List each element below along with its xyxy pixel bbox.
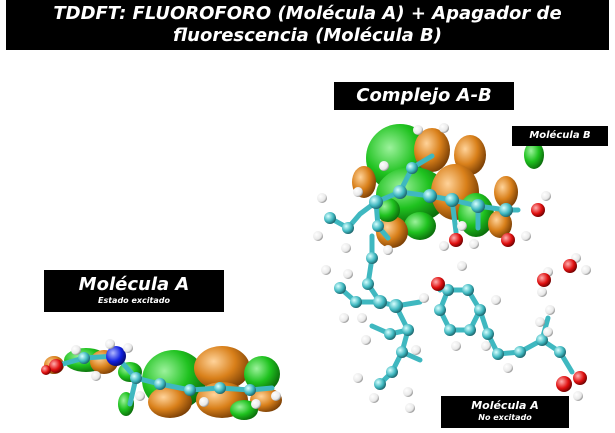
label-molecula-a2-title: Molécula A (471, 399, 539, 412)
label-molecula-a-state: Estado excitado (98, 296, 170, 305)
label-complejo-ab: Complejo A-B (334, 82, 514, 110)
label-molecula-a2-state: No excitado (478, 413, 532, 422)
title-line-2: fluorescencia (Molécula B) (173, 25, 442, 46)
label-molecula-a-title: Molécula A (78, 274, 190, 295)
label-molecula-a-not-excited: Molécula A No excitado (441, 396, 569, 428)
molecule-a-atoms (41, 339, 281, 409)
complex-atoms (313, 123, 591, 413)
title-line-1: TDDFT: FLUOROFORO (Molécula A) + Apagado… (53, 3, 562, 24)
label-molecula-b: Molécula B (512, 126, 608, 146)
title-banner: TDDFT: FLUOROFORO (Molécula A) + Apagado… (6, 0, 609, 50)
label-molecula-a-excited: Molécula A Estado excitado (44, 270, 224, 312)
